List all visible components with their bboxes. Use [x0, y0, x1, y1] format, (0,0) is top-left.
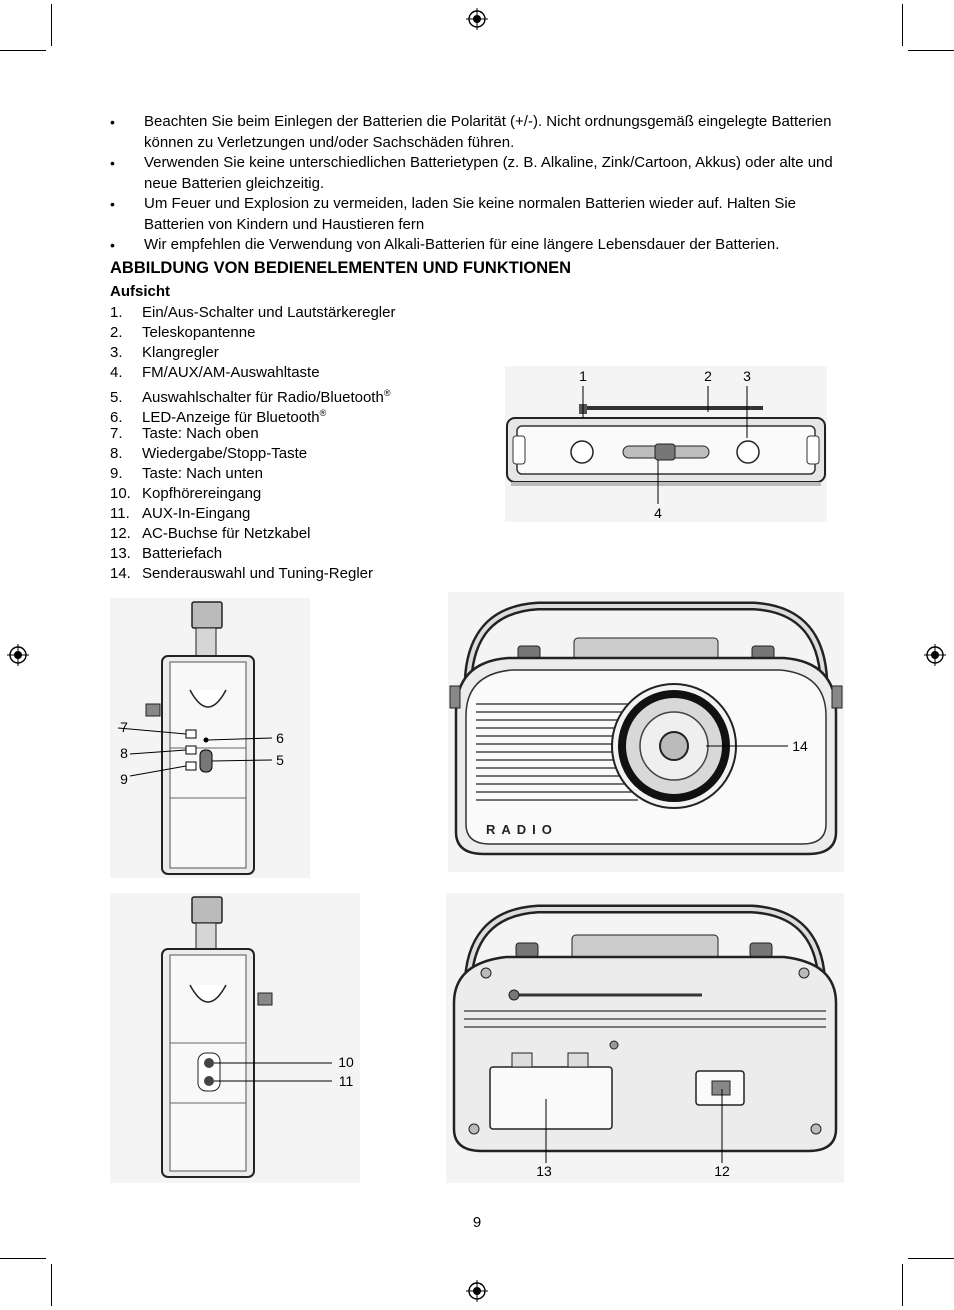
list-item: 7.Taste: Nach oben	[110, 424, 259, 442]
bullet-item: Beachten Sie beim Einlegen der Batterien…	[110, 112, 850, 153]
callout-label: 14	[792, 738, 808, 754]
callout-label: 13	[536, 1163, 552, 1179]
list-item: 11.AUX-In-Eingang	[110, 504, 251, 522]
registration-mark-icon	[7, 644, 29, 666]
callout-label: 11	[339, 1073, 354, 1089]
page-number: 9	[472, 1214, 482, 1231]
radio-top-view-figure: 1 2 3 4	[505, 366, 827, 522]
registration-mark-icon	[924, 644, 946, 666]
radio-brand-label: RADIO	[486, 822, 558, 837]
section-subheading: Aufsicht	[110, 283, 170, 300]
callout-label: 4	[654, 505, 662, 521]
radio-front-view-figure: 14 RADIO	[448, 592, 844, 872]
crop-mark	[0, 50, 46, 51]
crop-mark	[902, 4, 903, 46]
radio-side-view-2-figure: 10 11	[110, 893, 360, 1183]
list-item: 1.Ein/Aus-Schalter und Lautstärkeregler	[110, 304, 396, 321]
battery-notes-list: Beachten Sie beim Einlegen der Batterien…	[110, 112, 850, 256]
bullet-item: Wir empfehlen die Verwendung von Alkali-…	[110, 235, 850, 256]
crop-mark	[908, 50, 954, 51]
radio-side-view-figure: 7 8 9 6 5	[110, 598, 310, 878]
callout-label: 12	[714, 1163, 730, 1179]
list-item: 9.Taste: Nach unten	[110, 464, 263, 482]
list-item: 2.Teleskopantenne	[110, 324, 256, 342]
callout-label: 7	[120, 719, 128, 735]
callout-label: 1	[579, 368, 587, 384]
list-item: 6.LED-Anzeige für Bluetooth®	[110, 408, 327, 427]
callout-label: 5	[276, 752, 284, 768]
callout-label: 3	[743, 368, 751, 384]
crop-mark	[51, 4, 52, 46]
callout-label: 2	[704, 368, 712, 384]
list-item: 8.Wiedergabe/Stopp-Taste	[110, 444, 308, 462]
crop-mark	[902, 1264, 903, 1306]
crop-mark	[0, 1258, 46, 1259]
callout-label: 6	[276, 730, 284, 746]
list-item: 13.Batteriefach	[110, 545, 223, 563]
registration-mark-icon	[466, 8, 488, 30]
list-item: 5.Auswahlschalter für Radio/Bluetooth®	[110, 388, 391, 407]
callout-label: 9	[120, 771, 128, 787]
registration-mark-icon	[466, 1280, 488, 1302]
list-item: 14.Senderauswahl und Tuning-Regler	[110, 565, 373, 583]
callout-label: 10	[338, 1054, 354, 1070]
list-item: 4.FM/AUX/AM-Auswahltaste	[110, 364, 320, 382]
bullet-item: Verwenden Sie keine unterschiedlichen Ba…	[110, 153, 850, 194]
crop-mark	[51, 1264, 52, 1306]
list-item: 10.Kopfhörereingang	[110, 484, 262, 502]
callout-label: 8	[120, 745, 128, 761]
bullet-item: Um Feuer und Explosion zu vermeiden, lad…	[110, 194, 850, 235]
radio-back-view-figure: 13 12	[446, 893, 844, 1183]
list-item: 12.AC-Buchse für Netzkabel	[110, 525, 311, 543]
section-heading: ABBILDUNG VON BEDIENELEMENTEN UND FUNKTI…	[110, 259, 572, 277]
parts-list: 1.Ein/Aus-Schalter und Lautstärkeregler …	[110, 303, 395, 584]
list-item: 3.Klangregler	[110, 344, 219, 362]
crop-mark	[908, 1258, 954, 1259]
